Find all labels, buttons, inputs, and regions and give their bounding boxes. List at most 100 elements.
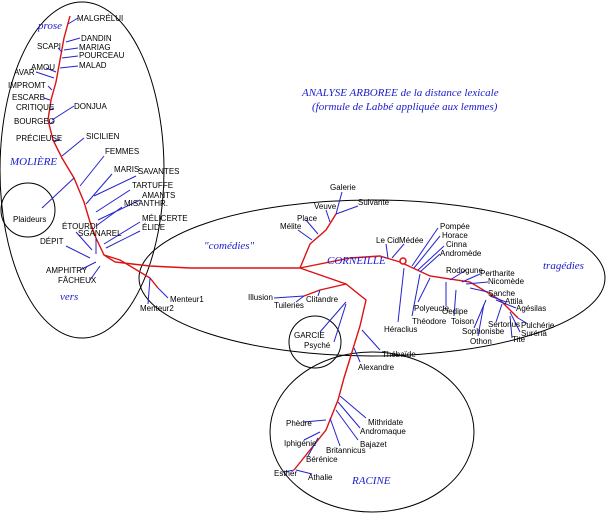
group-label-vers: vers xyxy=(60,291,78,303)
leaf-sertorius: Sertorius xyxy=(488,320,520,329)
leaf-britannicus: Britannicus xyxy=(326,446,366,455)
leaf-etourdi: ÉTOURDI xyxy=(62,222,98,231)
branch-andromede xyxy=(419,253,441,273)
branch-andromaque xyxy=(337,401,361,429)
branch-menteur2 xyxy=(147,277,151,305)
leaf-pourceau: POURCEAU xyxy=(79,51,125,60)
leaf-plaideurs: Plaideurs xyxy=(13,215,46,224)
branch-rodogune xyxy=(449,269,467,281)
branch-dandin xyxy=(65,37,81,43)
group-label-tragedies: tragédies xyxy=(543,260,584,272)
branch-sertorius xyxy=(495,303,503,323)
branch-tartuffe xyxy=(95,189,131,213)
leaf-maris: MARIS xyxy=(114,165,139,174)
plaideurs-circle xyxy=(0,182,56,238)
group-label-moliere: MOLIÈRE xyxy=(9,156,57,168)
branch-precieuse xyxy=(53,138,61,143)
leaf-alexandre: Alexandre xyxy=(358,363,395,372)
branch-scapi xyxy=(57,47,63,53)
leaf-donjua: DONJUA xyxy=(74,102,108,111)
branch-pertharite xyxy=(461,273,481,283)
branch-pompee xyxy=(411,227,439,267)
leaf-sophonisbe: Sophonisbe xyxy=(462,327,505,336)
branch-melicerte xyxy=(103,221,141,245)
leaf-sganarel: SGANAREL xyxy=(78,229,122,238)
leaf-place: Place xyxy=(297,214,318,223)
leaf-nicomede: Nicomède xyxy=(488,277,525,286)
leaf-garcie: GARCIE xyxy=(294,331,325,340)
group-label-comedies: "comédies" xyxy=(204,240,255,252)
branch-bourgeo xyxy=(49,120,55,125)
branch-clitandre xyxy=(317,289,321,297)
leaf-berenice: Bérénice xyxy=(306,455,338,464)
branch-tuileries xyxy=(295,295,305,303)
leaf-pulcherie: Pulchérie xyxy=(521,321,555,330)
garcie-psyche-circle xyxy=(288,315,342,369)
moliere-ellipse xyxy=(0,1,165,339)
leaf-attila: Attila xyxy=(505,297,523,306)
leaf-amphitry: AMPHITRY xyxy=(46,266,88,275)
leaf-theodore: Théodore xyxy=(412,317,447,326)
branch-medee xyxy=(391,243,405,259)
leaf-athalie: Athalie xyxy=(308,473,333,482)
branch-surena xyxy=(509,311,521,333)
leaf-branches xyxy=(35,17,529,475)
branch-impromt xyxy=(47,85,53,91)
leaf-melicerte: MÉLICERTE xyxy=(142,214,188,223)
leaf-scapi: SCAPI xyxy=(37,42,61,51)
branch-athalie xyxy=(295,469,313,475)
leaf-tartuffe: TARTUFFE xyxy=(132,181,173,190)
branch-avar xyxy=(35,71,55,79)
branch-mithridate xyxy=(339,395,367,419)
branch-polyeucte xyxy=(417,277,431,303)
leaf-amants: AMANTS xyxy=(142,191,175,200)
branch-misanthr xyxy=(95,206,123,227)
leaf-dandin: DANDIN xyxy=(81,34,112,43)
leaf-thebaide: Thébaïde xyxy=(382,350,416,359)
branch-lecid xyxy=(385,243,389,259)
branch-corneille-spine xyxy=(299,255,519,319)
corneille-node-marker xyxy=(399,257,407,265)
trunk-moliere-spine xyxy=(47,15,300,269)
leaf-othon: Othon xyxy=(470,337,492,346)
leaf-illusion: Illusion xyxy=(248,293,273,302)
branch-attila xyxy=(489,295,507,303)
branch-garcie xyxy=(319,301,347,333)
leaf-misanthr: MISANTHR. xyxy=(124,199,168,208)
branch-etourdi xyxy=(75,231,93,251)
branch-horace xyxy=(413,235,441,269)
branch-maris xyxy=(85,173,113,205)
branch-amants xyxy=(97,199,141,221)
leaf-bourgeo: BOURGEO xyxy=(14,117,55,126)
leaf-toison: Toison xyxy=(451,317,474,326)
leaf-clitandre: Clitandre xyxy=(306,295,339,304)
branch-agesilas xyxy=(495,299,517,309)
racine-ellipse xyxy=(269,351,475,513)
leaf-malgrelui: MALGRÉLUI xyxy=(77,14,123,23)
leaf-heraclius: Héraclius xyxy=(384,325,417,334)
branch-cinna xyxy=(417,245,445,271)
branch-iphigenie xyxy=(303,431,321,441)
branch-sicilien xyxy=(61,137,85,157)
leaf-critique: CRITIQUE xyxy=(16,103,54,112)
leaf-facheux: FÂCHEUX xyxy=(58,276,97,285)
branch-elide xyxy=(105,230,141,249)
leaf-esther: Esther xyxy=(274,469,297,478)
branch-tite xyxy=(509,315,513,339)
leaf-lecid: Le Cid xyxy=(376,236,399,245)
leaf-sicilien: SICILIEN xyxy=(86,132,120,141)
branch-vers xyxy=(103,254,159,289)
branch-place xyxy=(305,219,319,235)
leaf-medee: Médée xyxy=(399,236,424,245)
leaf-amou: AMOU xyxy=(31,63,55,72)
leaf-bajazet: Bajazet xyxy=(360,440,387,449)
leaf-horace: Horace xyxy=(442,231,468,240)
diagram-title-line1: ANALYSE ARBOREE de la distance lexicale xyxy=(301,87,499,99)
branch-theodore xyxy=(411,273,421,317)
leaf-pompee: Pompée xyxy=(440,222,470,231)
group-label-prose: prose xyxy=(37,20,62,32)
leaf-sanche: Sanche xyxy=(488,289,516,298)
branch-amou xyxy=(45,67,57,73)
branch-berenice xyxy=(307,437,319,457)
leaf-mariag: MARIAG xyxy=(79,43,111,52)
